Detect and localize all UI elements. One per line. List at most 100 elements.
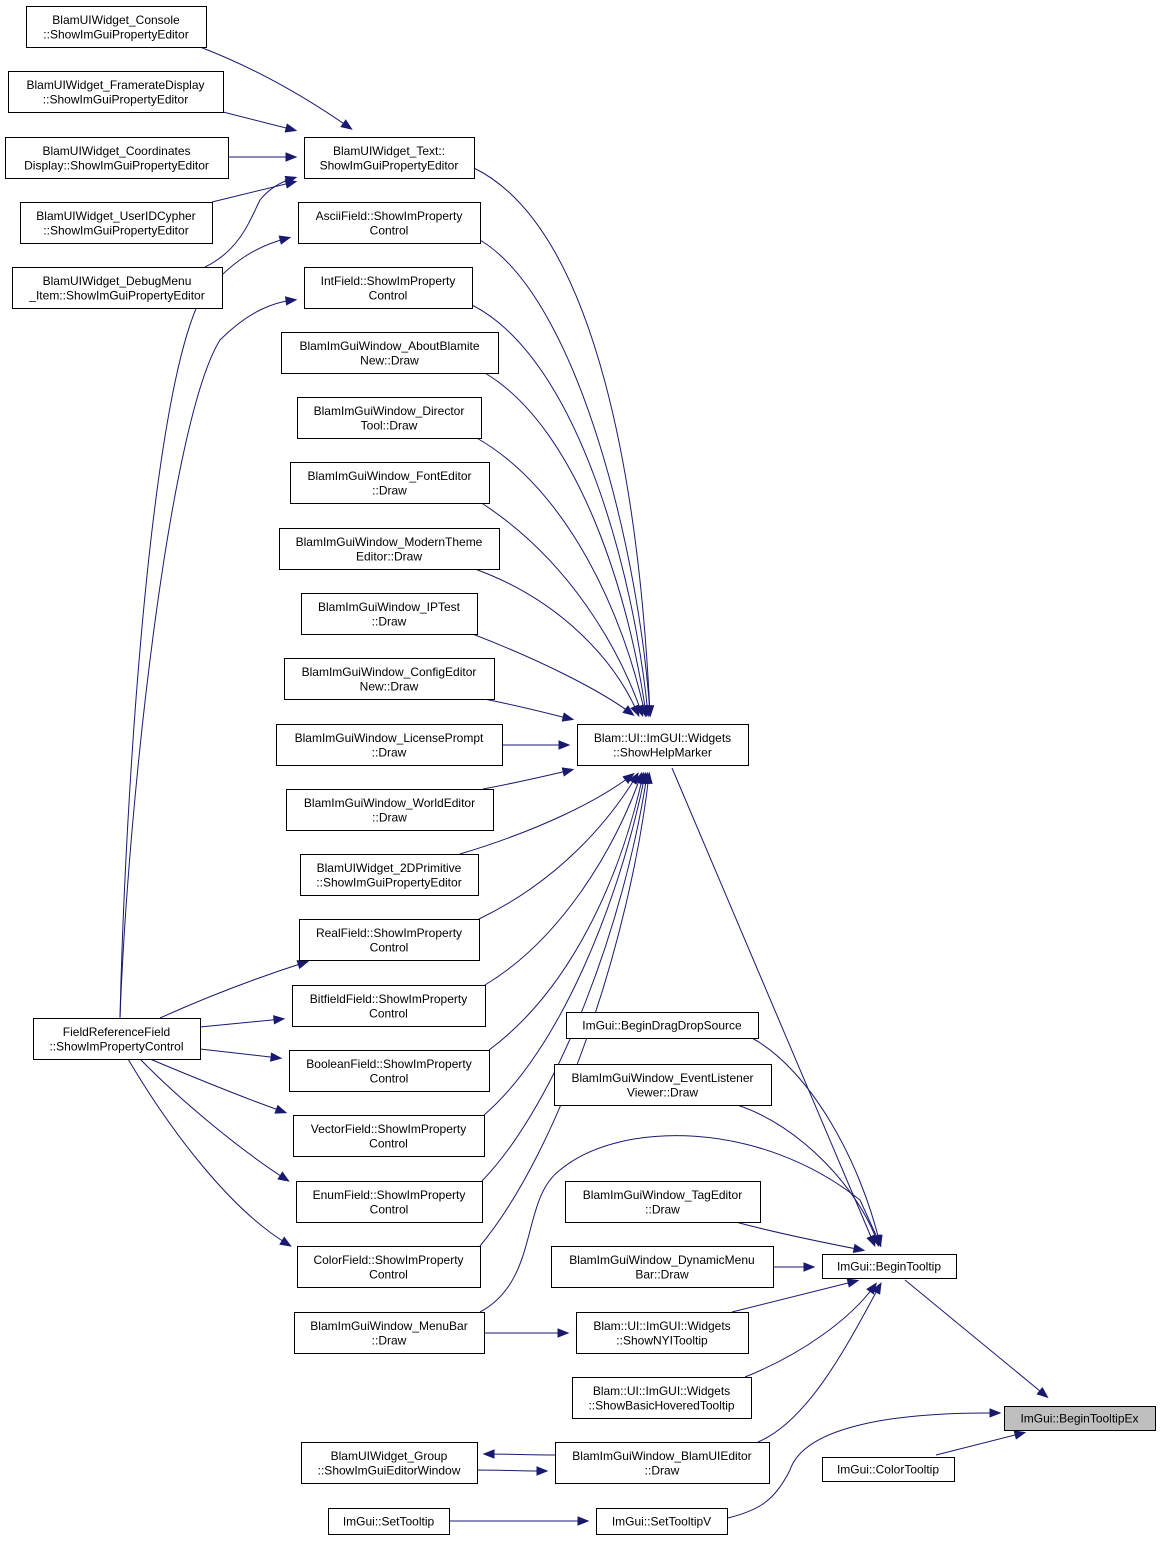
node-box[interactable]: [286, 789, 494, 831]
node-bt[interactable]: ImGui::BeginTooltip: [822, 1254, 957, 1279]
node-box[interactable]: [301, 593, 478, 635]
node-box[interactable]: [298, 202, 481, 244]
node-uid[interactable]: BlamUIWidget_UserIDCypher::ShowImGuiProp…: [20, 202, 213, 244]
edge-cfg-to-shm: [483, 698, 572, 720]
node-box[interactable]: [822, 1457, 955, 1482]
node-box[interactable]: [292, 985, 486, 1027]
edge-crd-to-txt-arrowhead: [285, 152, 298, 162]
node-box[interactable]: [1004, 1406, 1156, 1431]
node-st[interactable]: ImGui::SetTooltip: [328, 1508, 450, 1535]
edge-p2d-to-shm: [459, 774, 633, 855]
node-cf[interactable]: ColorField::ShowImPropertyControl: [297, 1246, 481, 1288]
node-box[interactable]: [276, 724, 503, 766]
node-stv[interactable]: ImGui::SetTooltipV: [596, 1508, 728, 1535]
node-ipt[interactable]: BlamImGuiWindow_IPTest::Draw: [301, 593, 478, 635]
node-bo[interactable]: BooleanField::ShowImPropertyControl: [289, 1050, 490, 1092]
node-box[interactable]: [33, 1018, 201, 1060]
node-int[interactable]: IntField::ShowImPropertyControl: [304, 267, 473, 309]
node-box[interactable]: [297, 397, 482, 439]
node-box[interactable]: [8, 71, 224, 113]
node-box[interactable]: [296, 1181, 483, 1223]
node-frd[interactable]: BlamUIWidget_FramerateDisplay::ShowImGui…: [8, 71, 224, 113]
node-box[interactable]: [555, 1442, 770, 1484]
edge-mte-to-shm: [474, 568, 639, 715]
node-box[interactable]: [301, 1442, 478, 1484]
node-box[interactable]: [566, 1012, 759, 1039]
node-box[interactable]: [293, 1115, 485, 1157]
node-box[interactable]: [12, 267, 223, 309]
node-box[interactable]: [290, 462, 490, 504]
edge-asc-to-shm: [479, 239, 651, 715]
node-label-line: ::ShowImGuiPropertyEditor: [43, 223, 188, 237]
edge-bdds-to-bt: [751, 1037, 881, 1245]
node-crd[interactable]: BlamUIWidget_CoordinatesDisplay::ShowImG…: [5, 137, 229, 179]
edge-wld-to-shm: [482, 769, 572, 790]
node-label-line: ::ShowHelpMarker: [613, 745, 712, 759]
node-wld[interactable]: BlamImGuiWindow_WorldEditor::Draw: [286, 789, 494, 831]
node-label-line: ImGui::BeginTooltip: [837, 1260, 941, 1274]
node-box[interactable]: [577, 724, 749, 766]
node-box[interactable]: [279, 528, 500, 570]
node-box[interactable]: [289, 1050, 490, 1092]
node-elv[interactable]: BlamImGuiWindow_EventListenerViewer::Dra…: [554, 1064, 772, 1106]
edge-bht-to-bt: [744, 1284, 876, 1378]
node-box[interactable]: [299, 919, 480, 961]
node-box[interactable]: [596, 1508, 728, 1535]
node-fnt[interactable]: BlamImGuiWindow_FontEditor::Draw: [290, 462, 490, 504]
edge-txt-to-shm: [473, 167, 651, 715]
node-vf[interactable]: VectorField::ShowImPropertyControl: [293, 1115, 485, 1157]
node-grp[interactable]: BlamUIWidget_Group::ShowImGuiEditorWindo…: [301, 1442, 478, 1484]
node-box[interactable]: [328, 1508, 450, 1535]
node-buie[interactable]: BlamImGuiWindow_BlamUIEditor::Draw: [555, 1442, 770, 1484]
edge-frf-to-vf: [149, 1058, 285, 1113]
node-box[interactable]: [20, 202, 213, 244]
node-box[interactable]: [5, 137, 229, 179]
node-label-line: BlamImGuiWindow_TagEditor: [583, 1188, 742, 1202]
edge-frf-to-int-arrowhead: [285, 296, 298, 306]
node-nyi[interactable]: Blam::UI::ImGUI::Widgets::ShowNYITooltip: [576, 1312, 749, 1354]
node-shm[interactable]: Blam::UI::ImGUI::Widgets::ShowHelpMarker: [577, 724, 749, 766]
node-p2d[interactable]: BlamUIWidget_2DPrimitive::ShowImGuiPrope…: [300, 854, 479, 896]
node-frf[interactable]: FieldReferenceField::ShowImPropertyContr…: [33, 1018, 201, 1060]
node-te[interactable]: BlamImGuiWindow_TagEditor::Draw: [565, 1181, 761, 1223]
node-label-line: Blam::UI::ImGUI::Widgets: [593, 1319, 730, 1333]
node-box[interactable]: [572, 1377, 752, 1419]
edge-frd-to-txt-arrowhead: [284, 123, 298, 133]
node-label-line: ::ShowNYITooltip: [616, 1333, 708, 1347]
node-box[interactable]: [822, 1254, 957, 1279]
node-ct[interactable]: ImGui::ColorTooltip: [822, 1457, 955, 1482]
node-bf[interactable]: BitfieldField::ShowImPropertyControl: [292, 985, 486, 1027]
node-box[interactable]: [576, 1312, 749, 1354]
node-box[interactable]: [304, 267, 473, 309]
node-asc[interactable]: AsciiField::ShowImPropertyControl: [298, 202, 481, 244]
node-box[interactable]: [304, 137, 475, 179]
node-lic[interactable]: BlamImGuiWindow_LicensePrompt::Draw: [276, 724, 503, 766]
node-bht[interactable]: Blam::UI::ImGUI::Widgets::ShowBasicHover…: [572, 1377, 752, 1419]
node-dbm[interactable]: BlamUIWidget_DebugMenu_Item::ShowImGuiPr…: [12, 267, 223, 309]
node-box[interactable]: [554, 1064, 772, 1106]
node-label-line: ::Draw: [372, 483, 407, 497]
node-box[interactable]: [300, 854, 479, 896]
node-box[interactable]: [26, 6, 207, 48]
node-rf[interactable]: RealField::ShowImPropertyControl: [299, 919, 480, 961]
node-box[interactable]: [551, 1246, 774, 1288]
node-label-line: BlamImGuiWindow_IPTest: [318, 600, 461, 614]
node-bdds[interactable]: ImGui::BeginDragDropSource: [566, 1012, 759, 1039]
node-con[interactable]: BlamUIWidget_Console::ShowImGuiPropertyE…: [26, 6, 207, 48]
node-mb[interactable]: BlamImGuiWindow_MenuBar::Draw: [294, 1312, 485, 1354]
node-ef[interactable]: EnumField::ShowImPropertyControl: [296, 1181, 483, 1223]
node-box[interactable]: [294, 1312, 485, 1354]
node-box[interactable]: [284, 658, 495, 700]
node-label-line: ImGui::BeginTooltipEx: [1020, 1412, 1138, 1426]
node-box[interactable]: [565, 1181, 761, 1223]
node-box[interactable]: [281, 332, 499, 374]
node-box[interactable]: [297, 1246, 481, 1288]
node-bte[interactable]: ImGui::BeginTooltipEx: [1004, 1406, 1156, 1431]
node-txt[interactable]: BlamUIWidget_Text::ShowImGuiPropertyEdit…: [304, 137, 475, 179]
node-label-line: Control: [370, 223, 409, 237]
